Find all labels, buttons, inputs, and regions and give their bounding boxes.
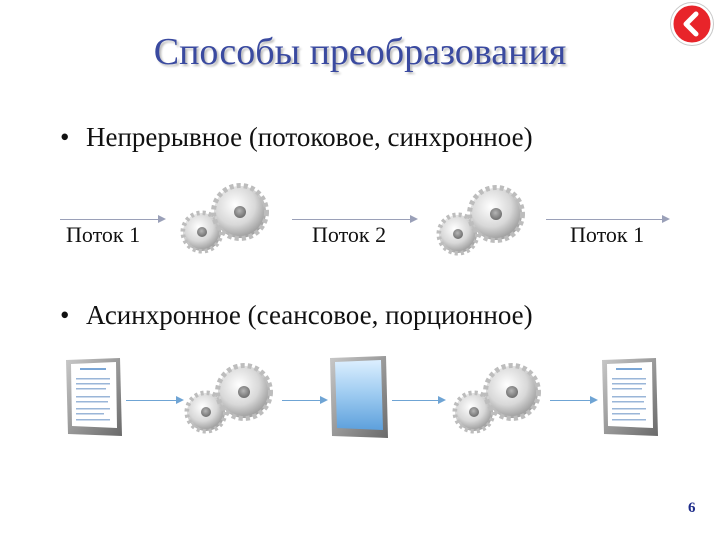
monitor-icon	[330, 356, 388, 438]
flow-arrow-head	[590, 396, 598, 404]
flow-arrow-head	[410, 215, 418, 223]
flow-arrow-line	[546, 219, 664, 220]
bullet-dot: •	[60, 122, 70, 152]
bullet-text: Непрерывное (потоковое, синхронное)	[86, 122, 533, 152]
document-icon	[66, 358, 122, 436]
bullet-sync: • Непрерывное (потоковое, синхронное)	[60, 122, 533, 153]
gears-icon	[168, 176, 278, 266]
gears-icon	[172, 356, 282, 446]
flow-arrow-head	[320, 396, 328, 404]
gears-icon	[424, 178, 534, 268]
flow-arrow-line	[392, 400, 440, 401]
flow-label-stream-1: Поток 1	[66, 222, 141, 247]
flow-arrow-line	[292, 219, 412, 220]
bullet-async: • Асинхронное (сеансовое, порционное)	[60, 300, 533, 331]
flow-label-stream-1-out: Поток 1	[570, 222, 645, 247]
page-number: 6	[688, 500, 696, 516]
flow-arrow-line	[126, 400, 178, 401]
flow-arrow-head	[438, 396, 446, 404]
flow-label-stream-2: Поток 2	[312, 222, 387, 247]
back-arrow-icon[interactable]	[670, 2, 714, 46]
flow-arrow-head	[158, 215, 166, 223]
bullet-dot: •	[60, 300, 70, 330]
gears-icon	[440, 356, 550, 446]
flow-arrow-line	[550, 400, 592, 401]
flow-arrow-head	[662, 215, 670, 223]
flow-arrow-head	[176, 396, 184, 404]
flow-arrow-line	[60, 219, 160, 220]
document-icon	[602, 358, 658, 436]
slide-title: Способы преобразования	[153, 31, 567, 73]
flow-arrow-line	[282, 400, 322, 401]
bullet-text: Асинхронное (сеансовое, порционное)	[86, 300, 533, 330]
